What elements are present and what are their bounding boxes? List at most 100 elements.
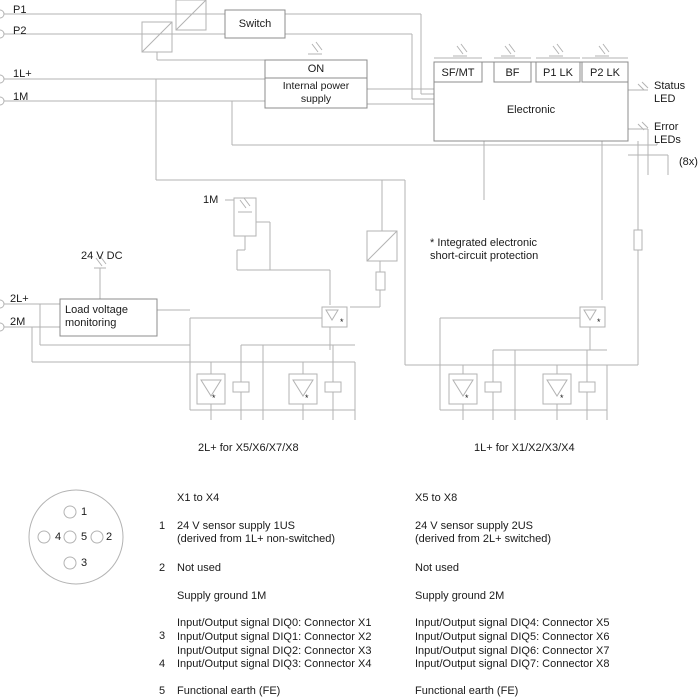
- terminal-1m-circle: [0, 96, 5, 106]
- output-channel-4: [542, 373, 572, 405]
- p1lk-box: [535, 61, 581, 83]
- output-resistor-2: [324, 381, 342, 393]
- led-p1-icon: [549, 43, 564, 57]
- table-row-c1: Input/Output signal DIQ3: Connector X4: [177, 658, 372, 670]
- terminal-1l-circle: [0, 74, 5, 84]
- terminal-2l-circle: [0, 299, 5, 309]
- output-resistor-1: [232, 381, 250, 393]
- electronic-label: Electronic: [506, 104, 556, 116]
- table-col1-header: X1 to X4: [177, 492, 220, 504]
- star-marker-6: *: [560, 393, 564, 403]
- pin-4-label: 4: [55, 531, 62, 543]
- star-marker-4: *: [305, 393, 309, 403]
- star-marker-5: *: [465, 393, 469, 403]
- table-row-c2: Functional earth (FE): [415, 685, 519, 697]
- pin-2-label: 2: [106, 531, 113, 543]
- diode-4-icon: [546, 379, 568, 397]
- terminal-2l-label: 2L+: [10, 293, 29, 305]
- protection-block-right: [579, 306, 606, 328]
- table-row-c1: Supply ground 1M: [177, 590, 267, 602]
- table-row-c1: Input/Output signal DIQ0: Connector X1 I…: [177, 617, 372, 657]
- led-bf-icon: [501, 43, 516, 57]
- pin-5-label: 5: [81, 531, 88, 543]
- load-monitor-box: [59, 298, 158, 337]
- led-p2-icon: [595, 43, 610, 57]
- eight-x-label: (8x): [679, 156, 698, 168]
- power-supply-box: [264, 77, 368, 109]
- switch-element-2: [175, 0, 207, 31]
- table-row-num: 4: [159, 658, 166, 670]
- output-resistor-3: [484, 381, 502, 393]
- terminal-1m-label: 1M: [13, 91, 29, 103]
- table-row-c2: 24 V sensor supply 2US (derived from 2L+…: [415, 520, 552, 545]
- p2lk-label: P2 LK: [590, 67, 620, 79]
- protection-block-left: [321, 306, 348, 328]
- star-marker-2: *: [597, 317, 601, 327]
- star-marker-3: *: [212, 393, 216, 403]
- error-led-icon: [637, 121, 649, 131]
- table-row-num: 5: [159, 685, 166, 697]
- pin-3-circle: [63, 556, 77, 570]
- table-row-c2: Supply ground 2M: [415, 590, 505, 602]
- load-monitor-label: Load voltage monitoring: [65, 304, 128, 329]
- on-label: ON: [307, 63, 325, 75]
- p1lk-label: P1 LK: [543, 67, 573, 79]
- pin-1-label: 1: [81, 506, 88, 518]
- pin-2-circle: [90, 530, 104, 544]
- terminal-p1-label: P1: [13, 4, 27, 16]
- terminal-2m-label: 2M: [10, 316, 26, 328]
- table-row-c1: 24 V sensor supply 1US (derived from 1L+…: [177, 520, 336, 545]
- led-sf-icon: [453, 43, 468, 57]
- power-supply-label: Internal power supply: [282, 80, 350, 105]
- dc-led-icon: [95, 255, 107, 267]
- sf-mt-box: [433, 61, 483, 83]
- pin-4-circle: [37, 530, 51, 544]
- protection-note: * Integrated electronic short-circuit pr…: [430, 237, 539, 262]
- one-m-label: 1M: [203, 194, 219, 206]
- group-right-label: 1L+ for X1/X2/X3/X4: [474, 442, 575, 454]
- switch-label: Switch: [238, 18, 272, 30]
- terminal-p1-circle: [0, 9, 5, 19]
- output-channel-3: [448, 373, 478, 405]
- table-row-c1: Functional earth (FE): [177, 685, 281, 697]
- status-led-label: Status LED: [654, 80, 686, 105]
- table-row-c2: Not used: [415, 562, 460, 574]
- error-leds-label: Error LEDs: [654, 121, 681, 146]
- resistor-right: [633, 229, 643, 251]
- connector-outline: [28, 489, 124, 585]
- sf-mt-label: SF/MT: [441, 67, 475, 79]
- table-row-c1: Not used: [177, 562, 222, 574]
- terminal-1l-label: 1L+: [13, 68, 32, 80]
- diode-3-icon: [452, 379, 474, 397]
- dc24-label: 24 V DC: [81, 250, 123, 262]
- output-resistor-4: [578, 381, 596, 393]
- terminal-p2-label: P2: [13, 25, 27, 37]
- bf-label: BF: [505, 67, 520, 79]
- table-row-num: 3: [159, 630, 166, 642]
- group-left-label: 2L+ for X5/X6/X7/X8: [198, 442, 299, 454]
- terminal-p2-circle: [0, 29, 5, 39]
- bf-box: [493, 61, 532, 83]
- pin-1-circle: [63, 505, 77, 519]
- switch-box: [224, 9, 286, 39]
- led-on-icon: [308, 41, 323, 55]
- transistor-1m: [233, 197, 257, 237]
- diode-2-icon: [292, 379, 314, 397]
- star-marker-1: *: [340, 317, 344, 327]
- pin-3-label: 3: [81, 557, 88, 569]
- resistor-mid: [375, 271, 386, 291]
- table-col2-header: X5 to X8: [415, 492, 458, 504]
- transistor-led-icon: [239, 197, 251, 209]
- p2lk-box: [581, 61, 629, 83]
- table-row-num: 2: [159, 562, 166, 574]
- table-row-c2: Input/Output signal DIQ7: Connector X8: [415, 658, 610, 670]
- output-channel-2: [288, 373, 318, 405]
- table-row-c2: Input/Output signal DIQ4: Connector X5 I…: [415, 617, 610, 657]
- output-channel-1: [196, 373, 226, 405]
- terminal-2m-circle: [0, 322, 5, 332]
- diode-1-icon: [200, 379, 222, 397]
- table-row-num: 1: [159, 520, 166, 532]
- pin-5-circle: [63, 530, 77, 544]
